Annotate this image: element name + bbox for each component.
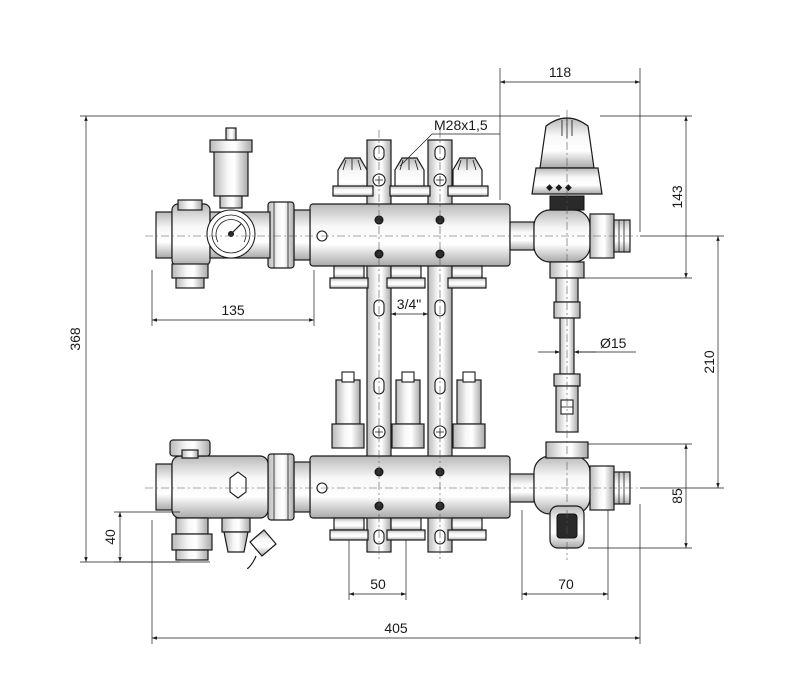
dim-70: 70 xyxy=(558,576,574,592)
dim-210: 210 xyxy=(701,350,717,374)
dim-50: 50 xyxy=(370,576,386,592)
dim-143: 143 xyxy=(669,185,685,209)
dim-85: 85 xyxy=(669,488,685,504)
dimension-lines xyxy=(80,68,724,644)
dim-118: 118 xyxy=(549,64,572,80)
return-manifold xyxy=(267,371,511,541)
drain-valve-assembly xyxy=(155,439,277,570)
dim-368: 368 xyxy=(67,327,83,351)
svg-text:◆ ◆ ◆: ◆ ◆ ◆ xyxy=(546,182,572,192)
dim-thread: M28x1,5 xyxy=(434,117,488,133)
dimension-labels: 118 M28x1,5 143 368 135 3/4" Ø15 210 40 … xyxy=(67,64,717,636)
center-lines xyxy=(145,110,640,560)
outlets-top xyxy=(329,265,487,289)
dim-diameter: Ø15 xyxy=(600,335,627,351)
dim-405: 405 xyxy=(384,620,408,636)
flow-meters xyxy=(331,371,486,449)
valve-caps-top xyxy=(332,157,489,197)
dim-40: 40 xyxy=(102,529,118,545)
air-vent-gauge-assembly xyxy=(155,127,271,289)
outlets-bottom xyxy=(329,517,487,541)
mixing-group: ◆ ◆ ◆ xyxy=(509,117,631,549)
supply-manifold xyxy=(267,157,511,289)
dim-connector: 3/4" xyxy=(397,296,421,312)
dim-135: 135 xyxy=(221,302,245,318)
